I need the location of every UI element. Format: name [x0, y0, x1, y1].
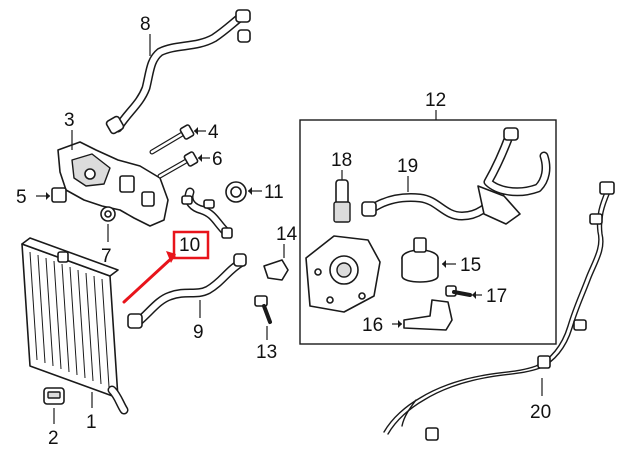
- part-15-pump: [401, 237, 456, 283]
- pump-housing: [305, 235, 381, 313]
- callout-16: 16: [362, 315, 383, 336]
- part-11-cap: [225, 181, 262, 203]
- callout-14: 14: [276, 224, 298, 245]
- callout-12: 12: [425, 90, 446, 111]
- callout-15: 15: [460, 255, 481, 276]
- callout-20: 20: [530, 402, 551, 423]
- part-6-bolt: [157, 151, 210, 179]
- part-3-bracket: [57, 130, 169, 227]
- callout-4: 4: [208, 122, 219, 143]
- part-13-bolt: [254, 295, 272, 340]
- assembly-pipe: [477, 127, 551, 225]
- callout-1: 1: [86, 412, 97, 433]
- part-4-bolt: [149, 124, 206, 155]
- part-1-radiator: [21, 237, 129, 415]
- callout-13: 13: [256, 342, 277, 363]
- callout-18: 18: [331, 150, 352, 171]
- part-5-clip: [36, 187, 67, 203]
- part-9-lower-hose: [127, 253, 247, 329]
- callout-11: 11: [264, 182, 284, 203]
- part-18-sensor: [333, 170, 351, 223]
- callout-9: 9: [193, 322, 204, 343]
- part-10-small-hose: [181, 187, 233, 239]
- callout-5: 5: [16, 187, 27, 208]
- callout-8: 8: [140, 14, 151, 35]
- callout-2: 2: [48, 428, 59, 449]
- callout-17: 17: [486, 286, 507, 307]
- radiator-fins: [29, 251, 110, 388]
- part-12-assembly-frame: [299, 110, 557, 345]
- callout-19: 19: [397, 156, 418, 177]
- part-19-hose: [361, 176, 505, 221]
- part-8-upper-hose: [105, 9, 251, 135]
- part-14-clamp: [263, 244, 289, 281]
- callout-3: 3: [64, 110, 75, 131]
- callout-6: 6: [212, 149, 223, 170]
- part-17-bolt: [445, 285, 482, 299]
- part-7-nut: [100, 206, 116, 242]
- callout-7: 7: [101, 246, 112, 267]
- part-2-mount: [43, 387, 65, 424]
- highlight-callout-10: [122, 230, 210, 304]
- part-20-wiring-harness: [383, 181, 615, 441]
- callout-labels: 8 3 4 6 5 11 14 10 7 9 13 1 2 12 18 19 1…: [16, 14, 551, 449]
- callout-10-highlighted: 10: [179, 235, 200, 256]
- part-16-bracket: [392, 299, 453, 331]
